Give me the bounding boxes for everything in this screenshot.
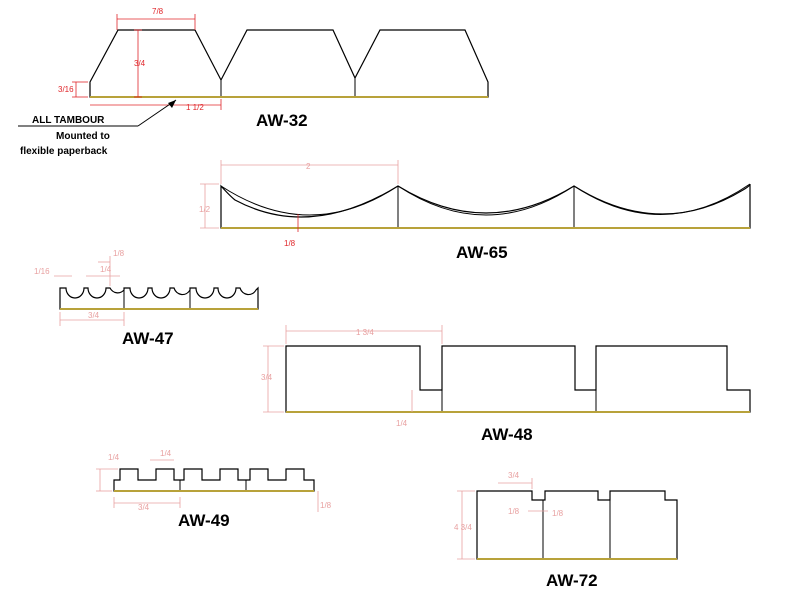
aw72-title: AW-72 — [546, 571, 598, 590]
aw49-tooth-dim: 1/4 — [160, 449, 172, 458]
aw65-arc-1 — [220, 185, 399, 216]
aw65-arc-2 — [397, 185, 575, 216]
note-line2: Mounted to — [56, 131, 110, 142]
aw32-dimensions — [72, 14, 222, 110]
profile-aw72: 3/4 4 3/4 1/8 1/8 AW-72 — [454, 471, 678, 590]
aw49-width-dim: 3/4 — [138, 503, 150, 512]
aw48-height-dim: 3/4 — [261, 373, 273, 382]
note-line1: ALL TAMBOUR — [32, 115, 105, 126]
aw48-dimensions — [263, 325, 443, 413]
aw72-height-dim: 4 3/4 — [454, 523, 472, 532]
aw65-depth-dim: 1/8 — [284, 239, 296, 248]
aw72-step-dim: 1/8 — [508, 507, 520, 516]
aw47-groove-dim: 1/16 — [34, 267, 50, 276]
aw65-dimensions — [200, 160, 399, 232]
aw48-width-dim: 1 3/4 — [356, 328, 374, 337]
profile-aw47: 1/16 1/8 1/4 3/4 AW-47 — [34, 249, 259, 348]
aw32-title: AW-32 — [256, 111, 308, 130]
aw47-dimensions — [54, 256, 125, 326]
aw65-outline — [220, 183, 751, 229]
profile-aw49: 1/4 1/4 3/4 1/8 AW-49 — [96, 449, 332, 530]
aw32-width-dim: 1 1/2 — [186, 103, 204, 112]
aw49-dimensions — [96, 459, 319, 512]
aw65-height-dim: 1/2 — [199, 205, 211, 214]
aw72-outline — [476, 490, 678, 560]
profile-aw65: 2 1/2 1/8 AW-65 — [199, 160, 751, 262]
aw47-outline — [59, 286, 259, 310]
aw72-dimensions — [457, 478, 548, 560]
aw47-title: AW-47 — [122, 329, 174, 348]
aw32-outline — [89, 29, 489, 98]
aw47-width-dim: 3/4 — [88, 311, 100, 320]
aw49-base-dim: 1/8 — [320, 501, 332, 510]
note-line3: flexible paperback — [20, 146, 108, 157]
note-arrow — [168, 100, 176, 108]
aw72-notch-dim: 1/8 — [552, 509, 564, 518]
aw32-top-dim: 7/8 — [152, 7, 164, 16]
profile-aw48: 1 3/4 3/4 1/4 AW-48 — [261, 325, 751, 444]
aw49-outline — [113, 468, 315, 492]
aw49-title: AW-49 — [178, 511, 230, 530]
aw32-edge-dim: 3/16 — [58, 85, 74, 94]
aw65-arc-3 — [573, 183, 751, 215]
aw48-title: AW-48 — [481, 425, 533, 444]
aw47-cut-dim: 1/4 — [100, 265, 112, 274]
aw32-height-dim: 3/4 — [134, 59, 146, 68]
aw65-title: AW-65 — [456, 243, 508, 262]
aw72-top-dim: 3/4 — [508, 471, 520, 480]
aw49-height-dim: 1/4 — [108, 453, 120, 462]
profile-aw32: 7/8 3/4 3/16 1 1/2 AW-32 ALL TAMBOUR Mou… — [18, 7, 489, 157]
aw47-top-dim: 1/8 — [113, 249, 125, 258]
aw48-step-dim: 1/4 — [396, 419, 408, 428]
aw48-outline — [285, 345, 751, 413]
aw65-width-dim: 2 — [306, 162, 311, 171]
